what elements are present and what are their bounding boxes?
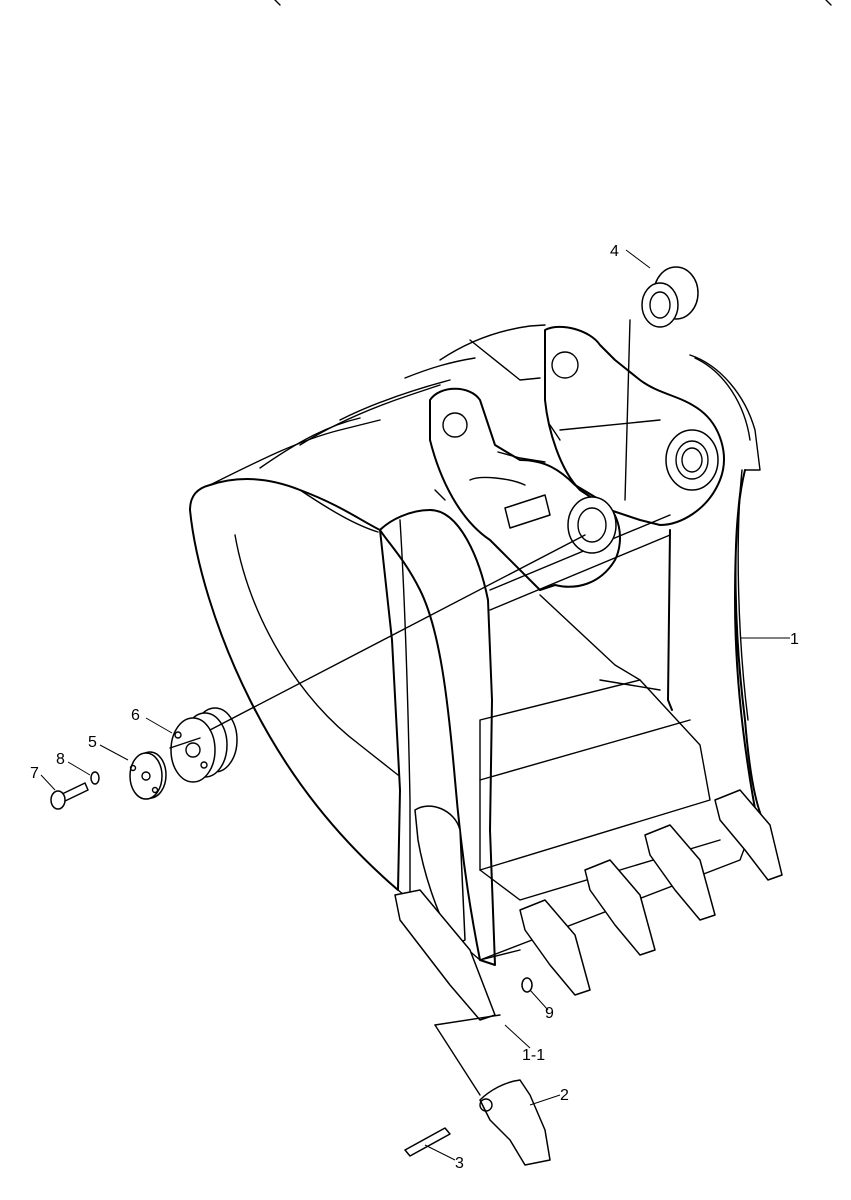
callout-6: 6 — [131, 707, 140, 724]
callout-9: 9 — [545, 1005, 554, 1022]
exploded-hardware — [50, 534, 586, 810]
top-cut-mark-right — [825, 0, 832, 6]
tooth-point-assembly — [404, 1014, 551, 1166]
callout-7: 7 — [30, 765, 39, 782]
leader-lines — [40, 249, 790, 1161]
teeth-row — [394, 789, 783, 1021]
callout-1-1: 1-1 — [522, 1047, 545, 1064]
callout-5: 5 — [88, 734, 97, 751]
top-cut-mark-left — [274, 0, 281, 6]
callout-3: 3 — [455, 1155, 464, 1172]
callout-4: 4 — [610, 243, 619, 260]
callout-8: 8 — [56, 751, 65, 768]
callout-1: 1 — [790, 631, 799, 648]
callout-2: 2 — [560, 1087, 569, 1104]
retainer-9 — [521, 977, 533, 993]
bushing-4 — [624, 266, 699, 501]
